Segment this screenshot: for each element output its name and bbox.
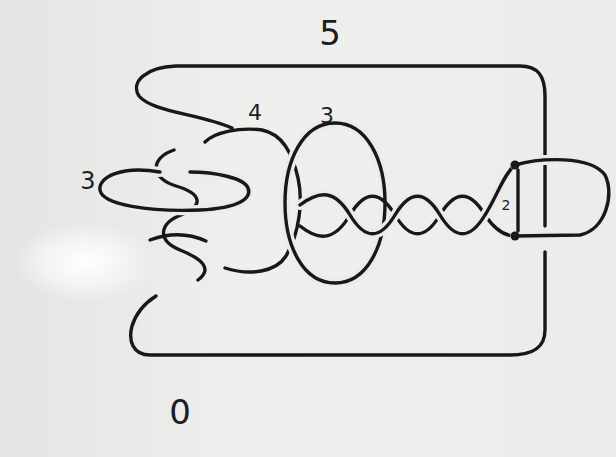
framing-number: 3 — [320, 105, 334, 127]
framing-number: 4 — [248, 102, 262, 124]
twist-strand — [300, 165, 515, 234]
attaching-dot — [511, 161, 520, 170]
framing-number: 0 — [169, 395, 191, 429]
attaching-dot — [511, 232, 520, 241]
link-component — [131, 252, 545, 355]
link-component — [100, 170, 249, 210]
link-component — [515, 160, 609, 236]
link-component — [150, 235, 206, 241]
dotted-line — [516, 170, 519, 231]
framing-number: 3 — [80, 169, 95, 193]
framing-number: 2 — [502, 198, 511, 212]
framing-number: 5 — [319, 16, 341, 50]
